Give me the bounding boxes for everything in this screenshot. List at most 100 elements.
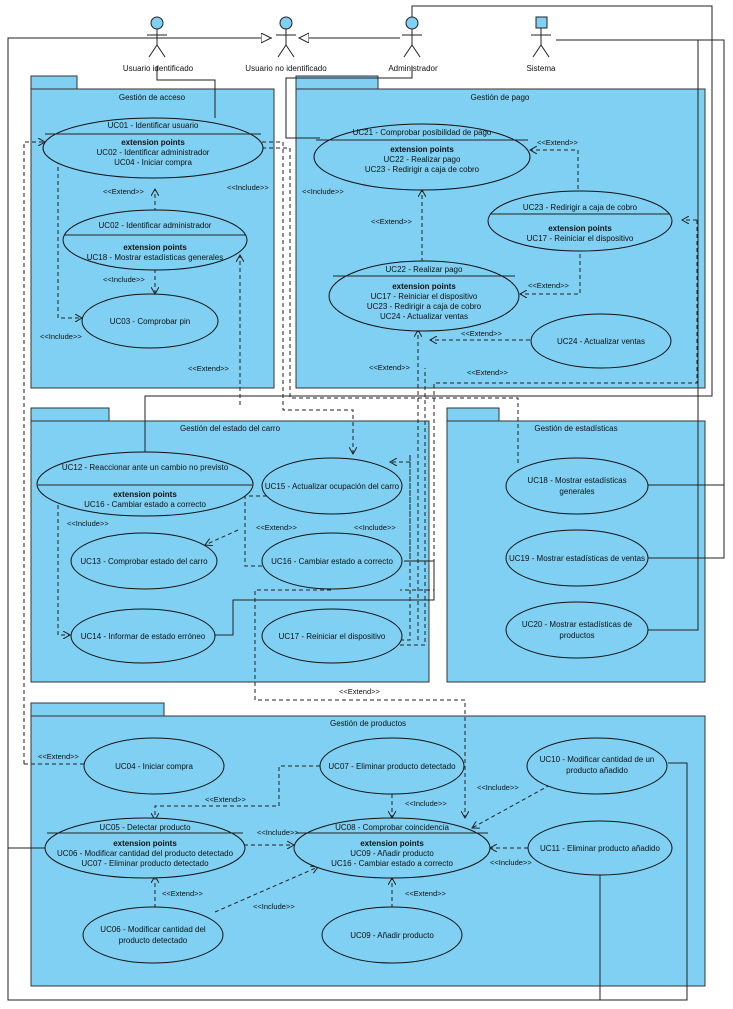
use-case-name: UC01 - Identificar usuario bbox=[108, 121, 199, 130]
include-label: <<Include>> bbox=[103, 275, 145, 284]
use-case-uc21[interactable]: UC21 - Comprobar posibilidad de pago ext… bbox=[313, 123, 531, 191]
extension-point: UC02 - Identificar administrador bbox=[97, 148, 210, 157]
actor-usuario-no-identificado[interactable]: Usuario no identificado bbox=[245, 16, 327, 73]
extend-label: <<Extend>> bbox=[528, 281, 569, 290]
use-case-name: UC18 - Mostrar estadísticas bbox=[527, 476, 626, 485]
use-case-uc20[interactable]: UC20 - Mostrar estadísticas de productos bbox=[505, 601, 649, 659]
extend-label: <<Extend>> bbox=[38, 752, 79, 761]
use-case-name: UC05 - Detectar producto bbox=[99, 823, 191, 832]
use-case-uc22[interactable]: UC22 - Realizar pago extension points UC… bbox=[328, 260, 520, 332]
use-case-uc11[interactable]: UC11 - Eliminar producto añadido bbox=[527, 820, 673, 876]
use-case-name: producto detectado bbox=[119, 936, 188, 945]
use-case-name: UC15 - Actualizar ocupación del carro bbox=[265, 482, 400, 491]
include-label: <<Include>> bbox=[405, 799, 447, 808]
use-case-uc10[interactable]: UC10 - Modificar cantidad de un producto… bbox=[526, 737, 668, 795]
dependency-lines bbox=[23, 142, 698, 915]
use-case-uc07[interactable]: UC07 - Eliminar producto detectado bbox=[319, 737, 465, 795]
use-case-uc18[interactable]: UC18 - Mostrar estadísticas generales bbox=[505, 457, 649, 515]
use-case-uc12[interactable]: UC12 - Reaccionar ante un cambio no prev… bbox=[36, 451, 254, 517]
use-case-name: UC09 - Añadir producto bbox=[350, 931, 434, 940]
include-label: <<Include>> bbox=[354, 523, 396, 532]
use-case-name: UC23 - Redirigir a caja de cobro bbox=[523, 203, 638, 212]
use-case-name: producto añadido bbox=[566, 766, 628, 775]
use-case-name: UC03 - Comprobar pin bbox=[110, 317, 190, 326]
use-case-name: UC16 - Cambiar estado a correcto bbox=[271, 557, 393, 566]
actor-label: Usuario no identificado bbox=[245, 64, 327, 73]
extend-label: <<Extend>> bbox=[103, 187, 144, 196]
extend-label: <<Extend>> bbox=[339, 687, 380, 696]
use-case-uc01[interactable]: UC01 - Identificar usuario extension poi… bbox=[42, 117, 264, 179]
extend-label: <<Extend>> bbox=[537, 138, 578, 147]
use-case-uc24[interactable]: UC24 - Actualizar ventas bbox=[530, 313, 672, 369]
use-case-uc04[interactable]: UC04 - Iniciar compra bbox=[83, 737, 225, 795]
extension-point: UC23 - Redirigir a caja de cobro bbox=[365, 165, 480, 174]
extension-point: UC09 - Añadir producto bbox=[350, 849, 434, 858]
use-case-name: UC13 - Comprobar estado del carro bbox=[80, 557, 208, 566]
use-case-name: UC22 - Realizar pago bbox=[386, 265, 463, 274]
use-case-name: UC04 - Iniciar compra bbox=[115, 762, 193, 771]
extension-point: UC04 - Iniciar compra bbox=[114, 158, 192, 167]
actor-administrador[interactable]: Administrador bbox=[388, 16, 438, 73]
use-case-uc14[interactable]: UC14 - Informar de estado erróneo bbox=[70, 608, 216, 664]
extension-points-title: extension points bbox=[390, 145, 454, 154]
include-label: <<Include>> bbox=[227, 183, 269, 192]
use-case-uc05[interactable]: UC05 - Detectar producto extension point… bbox=[44, 817, 246, 879]
extension-point: UC16 - Cambiar estado a correcto bbox=[84, 500, 206, 509]
use-case-name: UC19 - Mostrar estadísticas de ventas bbox=[509, 554, 645, 563]
extension-point: UC16 - Cambiar estado a correcto bbox=[331, 859, 453, 868]
use-case-name: UC24 - Actualizar ventas bbox=[557, 337, 645, 346]
extension-point: UC17 - Reiniciar el dispositivo bbox=[527, 234, 634, 243]
include-label: <<Include>> bbox=[302, 187, 344, 196]
extension-point: UC23 - Redirigir a caja de cobro bbox=[367, 302, 482, 311]
extension-points-title: extension points bbox=[121, 138, 185, 147]
use-case-uc09[interactable]: UC09 - Añadir producto bbox=[321, 906, 463, 964]
package-title: Gestión de productos bbox=[330, 719, 406, 728]
use-case-uc16[interactable]: UC16 - Cambiar estado a correcto bbox=[261, 532, 403, 590]
extension-points-title: extension points bbox=[113, 839, 177, 848]
actor-sistema[interactable]: Sistema bbox=[527, 16, 556, 73]
actor-label: Sistema bbox=[527, 64, 556, 73]
use-case-name: UC11 - Eliminar producto añadido bbox=[540, 844, 660, 853]
use-case-uc08[interactable]: UC08 - Comprobar coincidencia extension … bbox=[293, 817, 491, 879]
extend-label: <<Extend>> bbox=[188, 364, 229, 373]
use-case-uc23[interactable]: UC23 - Redirigir a caja de cobro extensi… bbox=[487, 190, 673, 252]
use-case-uc06[interactable]: UC06 - Modificar cantidad del producto d… bbox=[82, 906, 224, 964]
include-label: <<Include>> bbox=[477, 783, 519, 792]
use-case-name: productos bbox=[559, 631, 594, 640]
package-title: Gestión de estadísticas bbox=[534, 424, 617, 433]
use-case-name: UC08 - Comprobar coincidencia bbox=[335, 823, 449, 832]
include-label: <<Include>> bbox=[490, 858, 532, 867]
use-case-name: UC02 - Identificar administrador bbox=[99, 221, 212, 230]
use-case-uc13[interactable]: UC13 - Comprobar estado del carro bbox=[70, 532, 218, 590]
use-case-uc17[interactable]: UC17 - Reiniciar el dispositivo bbox=[261, 608, 403, 664]
dependency-labels: <<Extend>> <<Include>> <<Include>> <<Inc… bbox=[38, 138, 578, 911]
extension-point: UC07 - Eliminar producto detectado bbox=[81, 859, 209, 868]
use-case-name: UC06 - Modificar cantidad del bbox=[100, 925, 206, 934]
use-case-name: UC17 - Reiniciar el dispositivo bbox=[279, 632, 386, 641]
actor-usuario-identificado[interactable]: Usuario identificado bbox=[123, 16, 194, 73]
use-case-name: UC10 - Modificar cantidad de un bbox=[540, 755, 655, 764]
extension-points-title: extension points bbox=[548, 224, 612, 233]
include-label: <<Include>> bbox=[257, 828, 299, 837]
extend-label: <<Extend>> bbox=[369, 363, 410, 372]
use-case-name: generales bbox=[559, 487, 594, 496]
extend-label: <<Extend>> bbox=[461, 329, 502, 338]
use-case-name: UC12 - Reaccionar ante un cambio no prev… bbox=[62, 463, 229, 472]
extension-points-title: extension points bbox=[113, 490, 177, 499]
extension-points-title: extension points bbox=[123, 243, 187, 252]
use-case-uc03[interactable]: UC03 - Comprobar pin bbox=[81, 293, 219, 349]
extend-label: <<Extend>> bbox=[371, 217, 412, 226]
use-case-name: UC20 - Mostrar estadísticas de bbox=[522, 620, 633, 629]
package-title: Gestión de pago bbox=[471, 93, 530, 102]
include-label: <<Include>> bbox=[67, 519, 109, 528]
extension-points-title: extension points bbox=[392, 282, 456, 291]
extension-point: UC22 - Realizar pago bbox=[384, 155, 461, 164]
extension-points-title: extension points bbox=[360, 839, 424, 848]
use-case-uc15[interactable]: UC15 - Actualizar ocupación del carro bbox=[261, 457, 403, 515]
extension-point: UC17 - Reiniciar el dispositivo bbox=[371, 292, 478, 301]
use-case-uc02[interactable]: UC02 - Identificar administrador extensi… bbox=[62, 209, 248, 271]
actor-label: Administrador bbox=[388, 64, 438, 73]
extension-point: UC18 - Mostrar estadísticas generales bbox=[87, 253, 224, 262]
use-case-uc19[interactable]: UC19 - Mostrar estadísticas de ventas bbox=[505, 529, 649, 587]
